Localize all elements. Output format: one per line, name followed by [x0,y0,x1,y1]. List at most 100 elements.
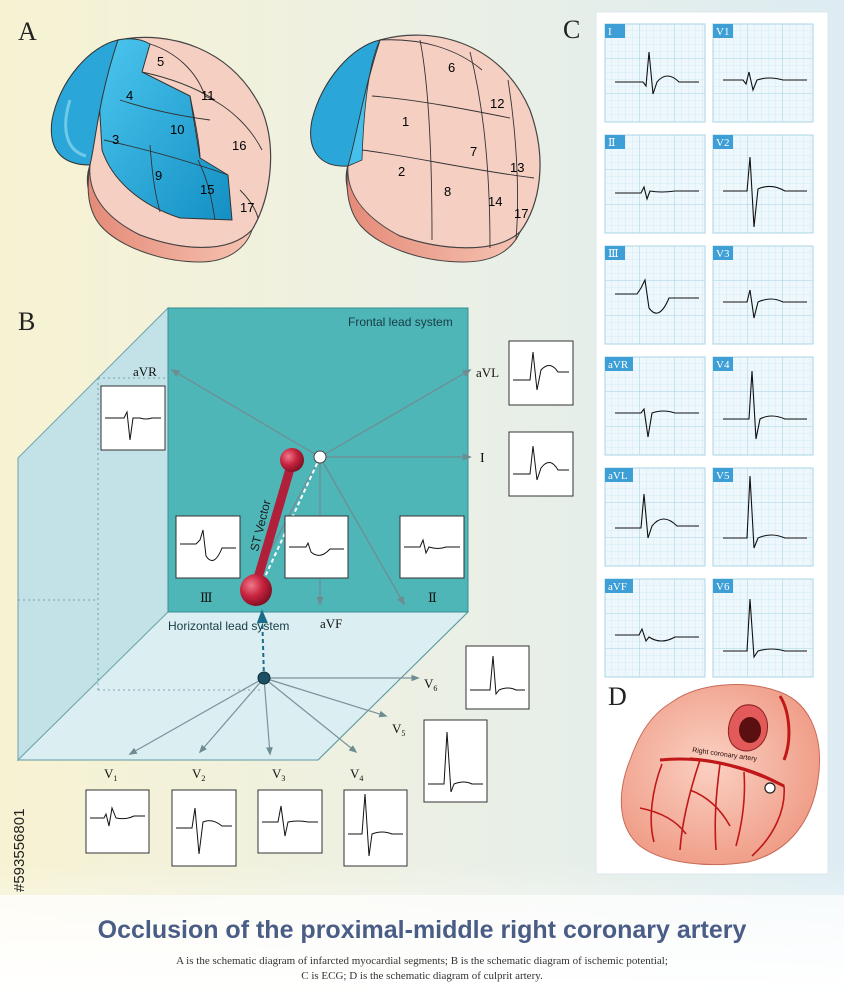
ecg-lead-badge [713,468,733,482]
caption-area [0,895,844,1000]
st-vector-shaft [250,457,297,593]
segment-label: 13 [510,160,524,175]
lead-label-iii: Ⅲ [200,590,213,605]
ecg-lead-v5: V5 [712,467,814,567]
ecg-thumbnail-i [508,431,574,497]
ecg-lead-avf: aVF [604,578,706,678]
ecg-lead-label: V1 [716,26,729,38]
ecg-grid-background [604,23,706,123]
ecg-thumbnail-ii [399,515,465,579]
ecg-trace [723,475,807,549]
ecg-lead-label: V4 [716,359,730,371]
ecg-trace [723,71,807,92]
heart-segment-model-right: 6 1 12 7 2 13 8 14 17 [310,34,541,263]
ecg-lead-badge [605,468,633,482]
ecg-lead-label: V6 [716,581,730,593]
ecg-lead-label: V3 [716,248,730,260]
ecg-grid-background [712,578,814,678]
caption-line-1: A is the schematic diagram of infarcted … [176,955,668,967]
horizontal-center-point [257,671,271,685]
panel-a-label: A [18,17,37,46]
ecg-trace [615,51,699,95]
ecg-lead-badge [713,135,733,149]
segment-label: 15 [200,182,214,197]
ecg-thumbnail-v6 [465,645,530,710]
ecg-trace [615,278,699,314]
ecg-lead-v6: V6 [712,578,814,678]
segment-label: 1 [402,114,409,129]
ecg-trace [615,493,699,539]
ecg-lead-v1: V1 [712,23,814,123]
st-vector-projection [257,456,321,593]
ecg-thumbnail-v1 [85,789,150,854]
lead-label-ii: Ⅱ [428,590,437,605]
ecg-lead-label: aVL [608,470,628,482]
ecg-thumbnail-avr [100,385,166,451]
ecg-trace [723,598,807,659]
st-vector-head [280,448,304,472]
ecg-lead-label: V2 [716,137,729,149]
ecg-grid-background [712,467,814,567]
chest-lead-label-v6: V6 [424,676,437,693]
ecg-lead-badge [605,24,625,38]
caption-title: Occlusion of the proximal-middle right c… [98,916,747,944]
lead-label-avl: aVL [476,365,499,380]
lead-label-avf: aVF [320,616,342,631]
panel-d-label: D [608,682,627,711]
ecg-trace [615,185,699,201]
frontal-center-point [313,450,327,464]
ecg-thumbnail-v4 [343,789,408,867]
ecg-grid-background [712,245,814,345]
culprit-artery-heart [620,684,820,866]
ecg-lead-avr: aVR [604,356,706,456]
frontal-lead-system-label: Frontal lead system [348,315,453,329]
ecg-lead-label: V5 [716,470,730,482]
ecg-lead-: Ⅱ [604,134,706,234]
chest-lead-label-v3: V3 [272,766,285,783]
thumbnail-traces [85,340,574,867]
segment-label: 11 [201,88,215,103]
ecg-lead-badge [605,246,625,260]
segment-label: 5 [157,54,164,69]
ecg-lead-v3: V3 [712,245,814,345]
ecg-lead-label: I [608,26,612,38]
ecg-thumbnail-avf [284,515,349,579]
ecg-lead-badge [605,579,633,593]
ecg-trace [723,370,807,440]
ecg-lead-badge [713,357,733,371]
ecg-lead-avl: aVL [604,467,706,567]
segment-label: 2 [398,164,405,179]
heart-segment-model-left: 5 4 11 3 10 16 9 15 17 [50,36,272,263]
ecg-thumbnail-iii [175,515,241,579]
ecg-thumbnail-v3 [257,789,323,854]
segment-label: 7 [470,144,477,159]
occlusion-marker [764,782,776,794]
ecg-thumbnail-v5 [423,719,488,803]
horizontal-lead-axes [128,609,420,756]
ecg-grid-background [604,356,706,456]
segment-label: 3 [112,132,119,147]
segment-label: 17 [240,200,254,215]
ecg-trace [615,627,699,643]
segment-label: 17 [514,206,528,221]
ecg-grid-background [712,356,814,456]
ecg-lead-label: aVF [608,581,627,593]
ecg-grid-background [712,23,814,123]
ecg-grid-background [604,467,706,567]
ecg-thumbnail-v2 [171,789,237,867]
panel-b-label: B [18,307,35,336]
segment-label: 12 [490,96,504,111]
ecg-trace [615,407,699,438]
segment-label: 10 [170,122,184,137]
ecg-thumbnail-avl [508,340,574,406]
chest-lead-label-v4: V4 [350,766,363,783]
caption-line-2: C is ECG; D is the schematic diagram of … [301,970,543,982]
chest-lead-label-v5: V5 [392,721,405,738]
ecg-lead-v4: V4 [712,356,814,456]
horizontal-lead-system-label: Horizontal lead system [168,619,289,633]
lead-label-avr: aVR [133,364,157,379]
segment-label: 8 [444,184,451,199]
ecg-lead-label: Ⅱ [608,137,615,149]
ecg-grid-background [604,134,706,234]
panel-c-label: C [563,15,580,44]
